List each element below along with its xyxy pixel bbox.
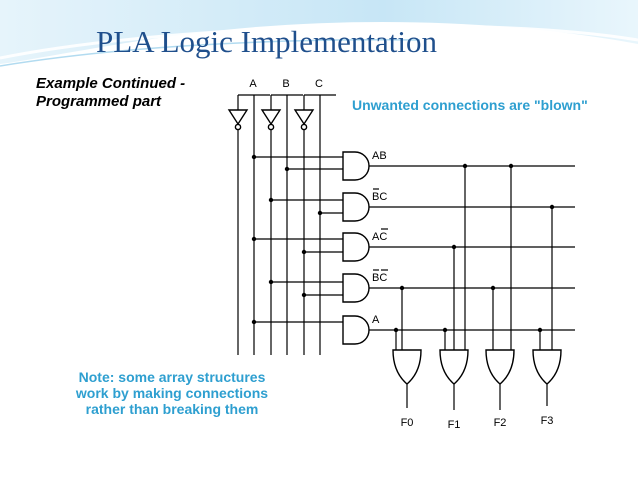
or-dot-f0-bc <box>399 285 405 291</box>
or-dot-f2-ab <box>462 163 468 169</box>
term-label-bc-2: BC <box>372 272 387 284</box>
or-gate-f1 <box>439 247 469 410</box>
note-line-1: Note: some array structures <box>79 369 266 385</box>
page-title: PLA Logic Implementation <box>96 24 437 59</box>
and-gate-bc-2 <box>271 273 575 303</box>
input-label-b: B <box>282 78 289 90</box>
input-label-a: A <box>249 78 257 90</box>
and-dot-bc-c <box>317 210 323 216</box>
output-label-f1: F1 <box>448 419 461 431</box>
term-label-ab: AB <box>372 150 387 162</box>
and-gate-a <box>254 315 575 345</box>
or-dot-f3-a <box>537 327 543 333</box>
and-gate-ac <box>254 232 575 262</box>
note-line-2: work by making connections <box>75 385 268 401</box>
or-dot-f1-ac <box>451 244 457 250</box>
and-dot-bc2-bbar <box>268 279 274 285</box>
and-dot-ab-a <box>251 154 257 160</box>
input-stubs <box>237 94 336 355</box>
and-dot-ac-a <box>251 236 257 242</box>
and-gate-bc <box>271 192 575 222</box>
or-dot-f3-bc <box>549 204 555 210</box>
and-dot-ab-b <box>284 166 290 172</box>
term-label-a: A <box>372 314 380 326</box>
header-banner <box>0 0 638 67</box>
input-buffer-a <box>227 109 249 355</box>
or-dot-f3-ab <box>508 163 514 169</box>
subtitle-line-1: Example Continued - <box>36 75 185 92</box>
input-buffer-b <box>260 109 282 355</box>
term-label-ac: AC <box>372 231 387 243</box>
output-label-f2: F2 <box>494 417 507 429</box>
or-dot-f0-a <box>393 327 399 333</box>
input-buffer-c <box>293 109 315 355</box>
term-label-bc: BC <box>372 191 387 203</box>
or-dot-f2-bc <box>490 285 496 291</box>
input-label-c: C <box>315 78 323 90</box>
or-gate-f3 <box>510 166 562 406</box>
and-dot-bc2-cbar <box>301 292 307 298</box>
or-gate-f0 <box>392 288 422 408</box>
connection-dots <box>251 154 555 333</box>
and-dot-ac-cbar <box>301 249 307 255</box>
blown-connections-callout: Unwanted connections are "blown" <box>352 97 588 113</box>
or-gate-f2 <box>464 166 515 410</box>
output-label-f0: F0 <box>401 417 414 429</box>
or-dot-f1-a <box>442 327 448 333</box>
and-gate-ab <box>254 151 575 181</box>
and-dot-a-a <box>251 319 257 325</box>
and-dot-bc-bbar <box>268 197 274 203</box>
subtitle-line-2: Programmed part <box>36 93 162 110</box>
note-line-3: rather than breaking them <box>86 401 259 417</box>
output-label-f3: F3 <box>541 415 554 427</box>
